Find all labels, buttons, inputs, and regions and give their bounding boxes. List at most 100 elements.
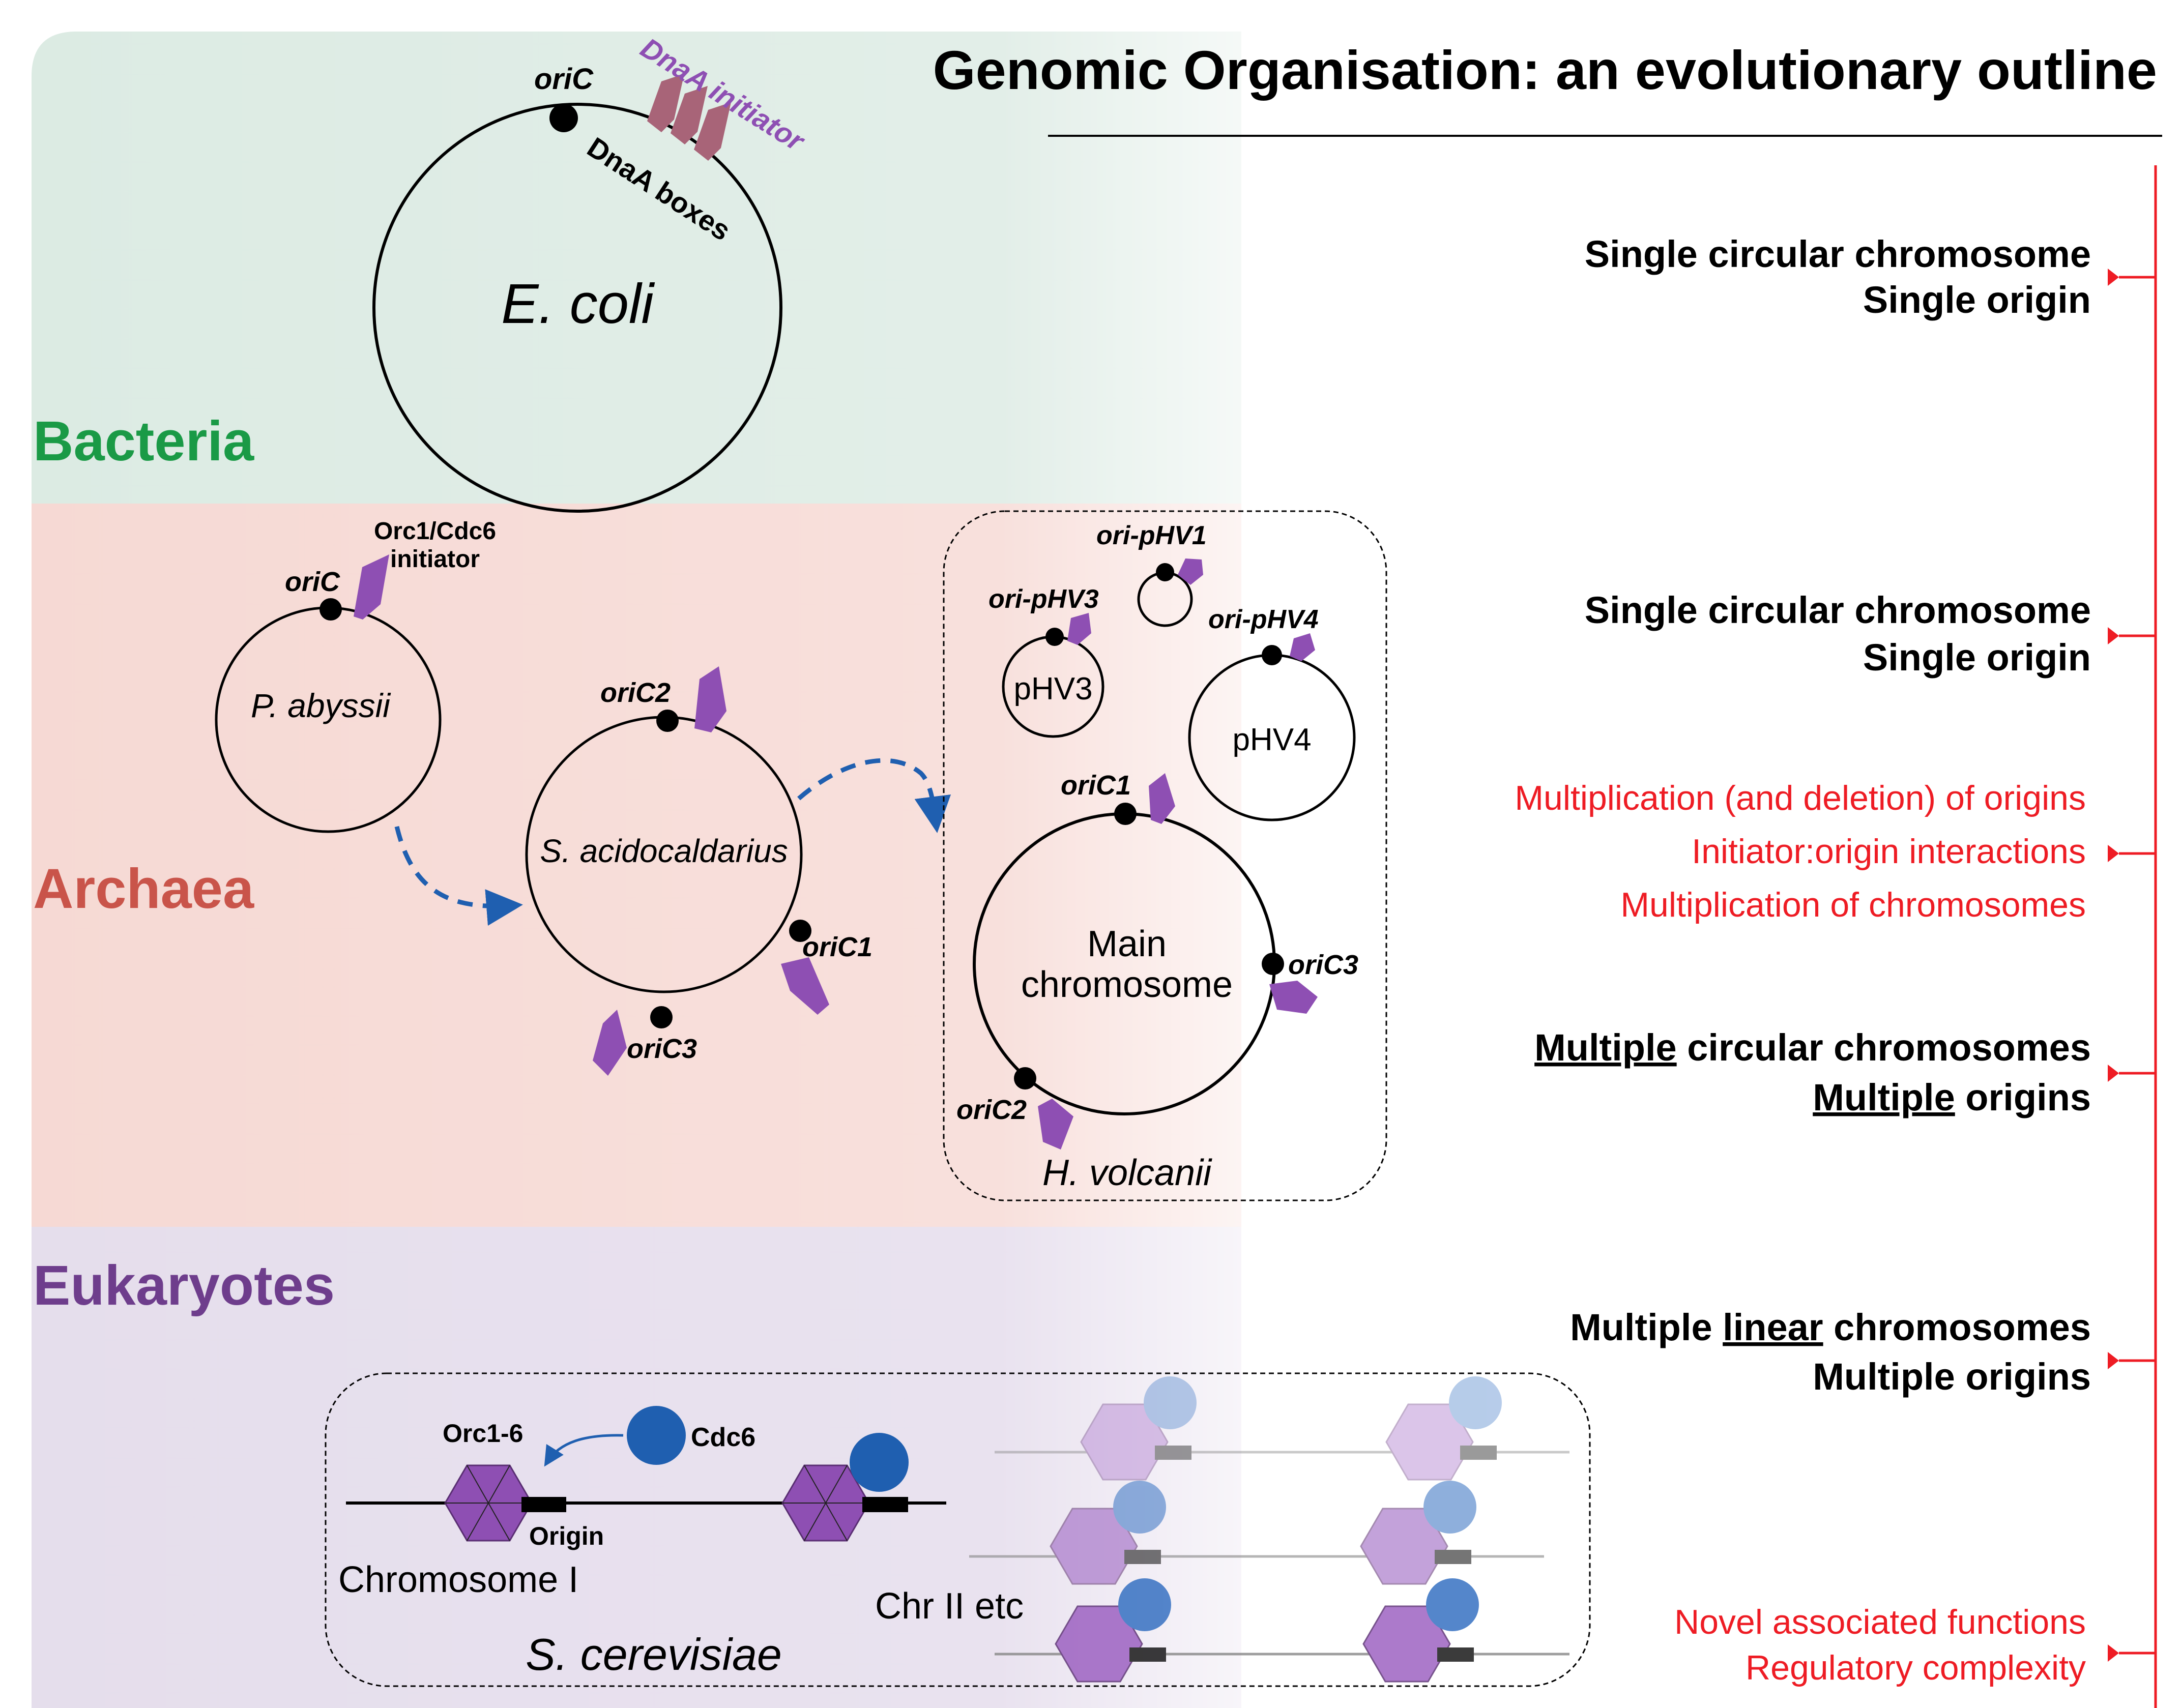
stage-4-line-1: Multiple linear chromosomes: [1570, 1306, 2091, 1348]
ori-phv4-dot: [1262, 645, 1282, 665]
phv4-initiator: [1290, 633, 1315, 661]
hvolcanii-label: H. volcanii: [1042, 1153, 1212, 1193]
cdc6-bound: [850, 1433, 909, 1492]
outline-transition-2: Novel associated functions Regulatory co…: [1674, 1603, 2156, 1687]
chromosome-row-3: [995, 1578, 1569, 1683]
stage-1-line-2: Single origin: [1863, 279, 2091, 321]
stage-1-marker: [2108, 269, 2119, 286]
chromosome-row-1: [995, 1376, 1569, 1481]
cdc6-circle: [627, 1406, 686, 1465]
pabyssii-label: P. abyssii: [251, 687, 391, 724]
transition-2-line-1: Novel associated functions: [1674, 1603, 2086, 1641]
chromosome-i-label: Chromosome I: [338, 1559, 578, 1600]
hv-initiator-2: [1038, 1099, 1073, 1150]
stage-4-pre: Multiple: [1570, 1306, 1723, 1348]
stage-2-line-2: Single origin: [1863, 636, 2091, 679]
ori-phv1-dot: [1156, 563, 1174, 581]
outline-stage-2: Single circular chromosome Single origin: [1585, 589, 2156, 679]
stage-4-marker: [2108, 1352, 2119, 1369]
phv3-plasmid: pHV3 ori-pHV3: [988, 584, 1104, 738]
stage-3-multiple-underlined-2: Multiple: [1813, 1076, 1955, 1118]
ori-phv3-label: ori-pHV3: [988, 584, 1099, 614]
sacido-initiator-2: [694, 666, 726, 732]
page-title: Genomic Organisation: an evolutionary ou…: [933, 39, 2157, 101]
orc1-cdc6-initiator-shape: [354, 554, 389, 620]
sacido-oric3-dot: [650, 1006, 673, 1028]
pabyssii-oric-label: oriC: [285, 567, 340, 597]
outline-panel: [1241, 0, 2181, 1708]
stage-1-line-1: Single circular chromosome: [1585, 233, 2091, 275]
hv-initiator-1: [1149, 773, 1175, 824]
outline-stage-3: Multiple circular chromosomes Multiple o…: [1534, 1026, 2156, 1118]
hv-oric1-dot: [1114, 803, 1137, 825]
dnaa-box-shape-3: [694, 102, 731, 161]
hvolcanii-box: [943, 510, 1387, 1201]
transition-2-line-2: Regulatory complexity: [1746, 1648, 2086, 1687]
transition-1-line-1: Multiplication (and deletion) of origins: [1515, 779, 2086, 817]
stage-3-line-2: Multiple origins: [1813, 1076, 2091, 1118]
sacido-oric1-dot: [789, 920, 811, 942]
outline-stage-1: Single circular chromosome Single origin: [1585, 233, 2156, 321]
dnaa-box-shape-1: [647, 74, 684, 132]
phv4-plasmid: pHV4 ori-pHV4: [1188, 605, 1356, 821]
stage-4-rest: chromosomes: [1823, 1306, 2091, 1348]
stage-2-marker: [2108, 627, 2119, 644]
sacido-oric2-dot: [656, 710, 679, 732]
origin-label: Origin: [529, 1522, 604, 1550]
sacido-label: S. acidocaldarius: [540, 833, 788, 869]
domain-label-eukaryotes: Eukaryotes: [33, 1254, 335, 1317]
scerevisiae-box: [325, 1372, 1591, 1687]
transition-2-marker: [2108, 1644, 2119, 1662]
ecoli-oric-label: oriC: [534, 63, 594, 96]
hvolcanii-main-chromosome: Main chromosome oriC1 oriC3 oriC2: [956, 770, 1358, 1150]
ori-phv4-label: ori-pHV4: [1208, 605, 1319, 634]
sacido-initiator-1: [781, 957, 829, 1015]
dnaa-box-shape-2: [671, 86, 708, 144]
stage-3-multiple-underlined: Multiple: [1534, 1026, 1677, 1069]
chr-ii-etc-label: Chr II etc: [875, 1586, 1024, 1627]
phv4-label: pHV4: [1232, 722, 1311, 757]
transition-1-line-2: Initiator:origin interactions: [1692, 832, 2086, 871]
hv-oric3-label: oriC3: [1288, 950, 1358, 980]
chromosome-row-2: [969, 1481, 1544, 1585]
ori-phv1-label: ori-pHV1: [1096, 521, 1207, 550]
pabyssii-chromosome: P. abyssii oriC Orc1/Cdc6 initiator: [215, 518, 496, 833]
pabyssii-oric-dot: [319, 598, 342, 621]
ecoli-oric-dot: [549, 104, 578, 132]
stage-4-line-2: Multiple origins: [1813, 1356, 2091, 1398]
stage-4-linear-underlined: linear: [1723, 1306, 1823, 1348]
sacido-chromosome: S. acidocaldarius oriC2 oriC1 oriC3: [525, 666, 873, 1076]
evolution-arrow-2: [797, 758, 951, 833]
transition-1-marker: [2108, 845, 2119, 862]
ecoli-label: E. coli: [501, 273, 655, 335]
main-chromosome-label-1: Main: [1087, 924, 1167, 964]
stage-2-line-1: Single circular chromosome: [1585, 589, 2091, 631]
ori-phv3-dot: [1045, 628, 1064, 646]
orc-cdc6-complex-loaded: [781, 1433, 909, 1542]
phv3-label: pHV3: [1013, 671, 1092, 706]
outline-transition-1: Multiplication (and deletion) of origins…: [1515, 779, 2156, 924]
origin-block-2: [862, 1497, 908, 1512]
orc1-6-label: Orc1-6: [443, 1419, 523, 1448]
sacido-oric2-label: oriC2: [600, 678, 671, 708]
main-chromosome-label-2: chromosome: [1021, 964, 1233, 1005]
hv-oric3-dot: [1262, 953, 1284, 975]
cdc6-arrow: [544, 1434, 624, 1467]
stage-3-marker: [2108, 1065, 2119, 1082]
orc1-cdc6-label: Orc1/Cdc6: [374, 518, 496, 545]
cdc6-label: Cdc6: [691, 1423, 755, 1452]
phv3-initiator: [1067, 613, 1091, 645]
stage-3-line-2-rest: origins: [1955, 1076, 2091, 1118]
stage-3-line-1: Multiple circular chromosomes: [1534, 1026, 2091, 1069]
orc-complex-1: [444, 1464, 566, 1542]
scerevisiae-label: S. cerevisiae: [526, 1629, 782, 1680]
evolution-arrow-1: [394, 826, 523, 926]
hv-oric1-label: oriC1: [1061, 770, 1131, 801]
outline-stage-4: Multiple linear chromosomes Multiple ori…: [1570, 1306, 2156, 1398]
sacido-oric3-label: oriC3: [627, 1034, 697, 1064]
phv1-initiator: [1178, 558, 1203, 585]
origin-block-1: [521, 1497, 566, 1512]
hv-initiator-3: [1269, 981, 1318, 1014]
hv-oric2-dot: [1014, 1067, 1036, 1089]
initiator-label: initiator: [390, 546, 480, 573]
